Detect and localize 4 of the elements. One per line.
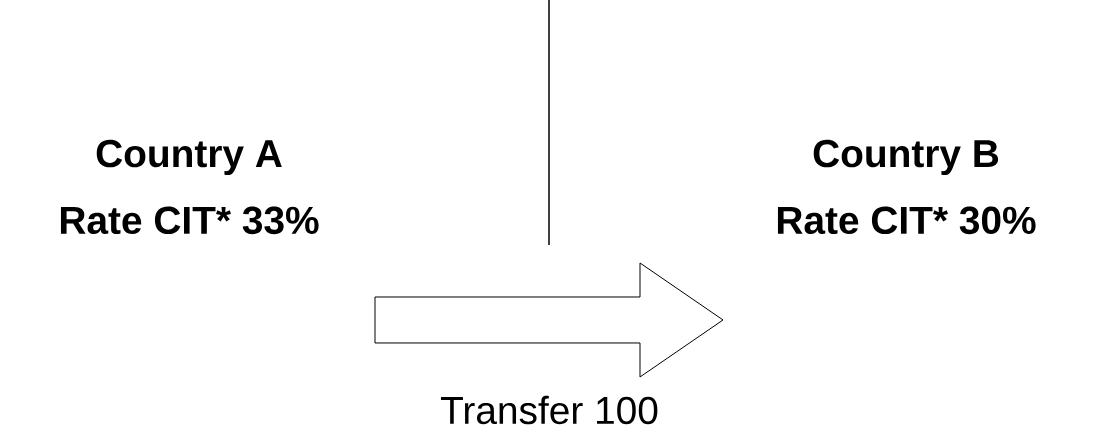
block-arrow: [374, 262, 724, 378]
country-label: Country A Rate CIT* 33%: [60, 139, 319, 235]
country-label: Country B Rate CIT* 30%: [777, 139, 1036, 235]
edge-label: Transfer 100: [440, 395, 658, 425]
